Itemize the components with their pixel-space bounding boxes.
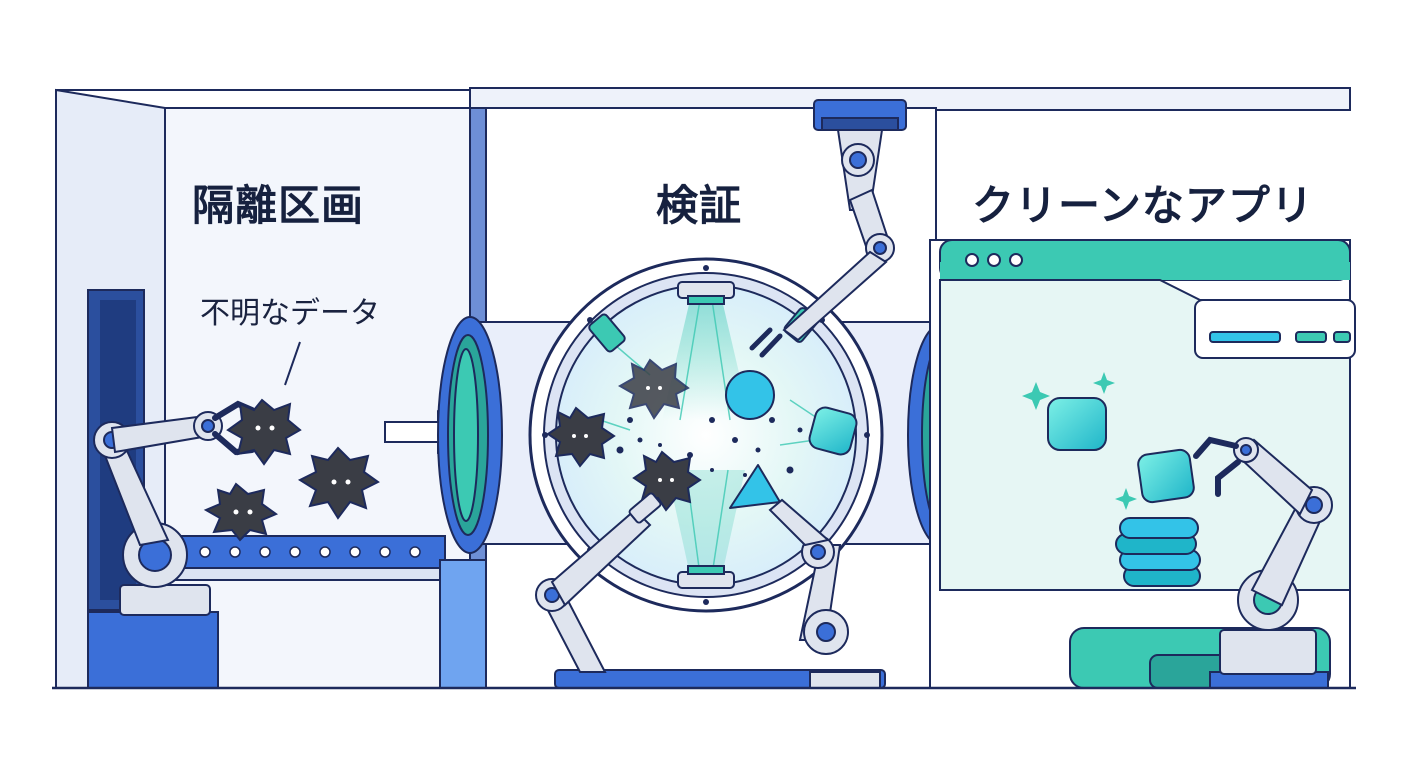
verification-label: 検証 [656,181,743,230]
clean-cubes [1047,397,1195,504]
clean-stack [1115,517,1201,587]
sparkles [1022,372,1137,510]
malware-blob-icon [297,446,380,520]
entry-porthole [437,316,503,554]
scanner-stand [535,492,886,689]
clean-sphere-icon [725,370,775,420]
sparkle-icon [1022,382,1050,410]
malware-blob-icon [617,358,690,420]
clean-pyramid-icon [729,464,781,509]
malware-blob-icon [546,406,616,468]
window-dots-icon [965,253,1023,267]
ceiling-robot-arm [749,99,907,358]
conveyor-belt [174,535,446,581]
cleaned-shapes-scanner [725,370,858,509]
malware-group-scanner [546,358,702,512]
clean-cube-icon [1137,448,1195,504]
malware-blob-icon [203,482,279,542]
clean-app-label: クリーンなアプリ [972,181,1314,230]
clean-cube-icon [808,406,858,456]
unknown-data-label: 不明なデータ [200,296,380,331]
quarantine-label: 隔離区画 [192,181,365,230]
label-pointer [284,341,301,386]
clean-cube-icon [1047,397,1107,451]
malware-blob-icon [226,398,302,466]
malware-group-left [203,398,380,542]
clean-robot-arm [1193,436,1333,689]
sparkle-icon [1115,488,1137,510]
particles [616,417,803,482]
sparkle-icon [1093,372,1115,394]
